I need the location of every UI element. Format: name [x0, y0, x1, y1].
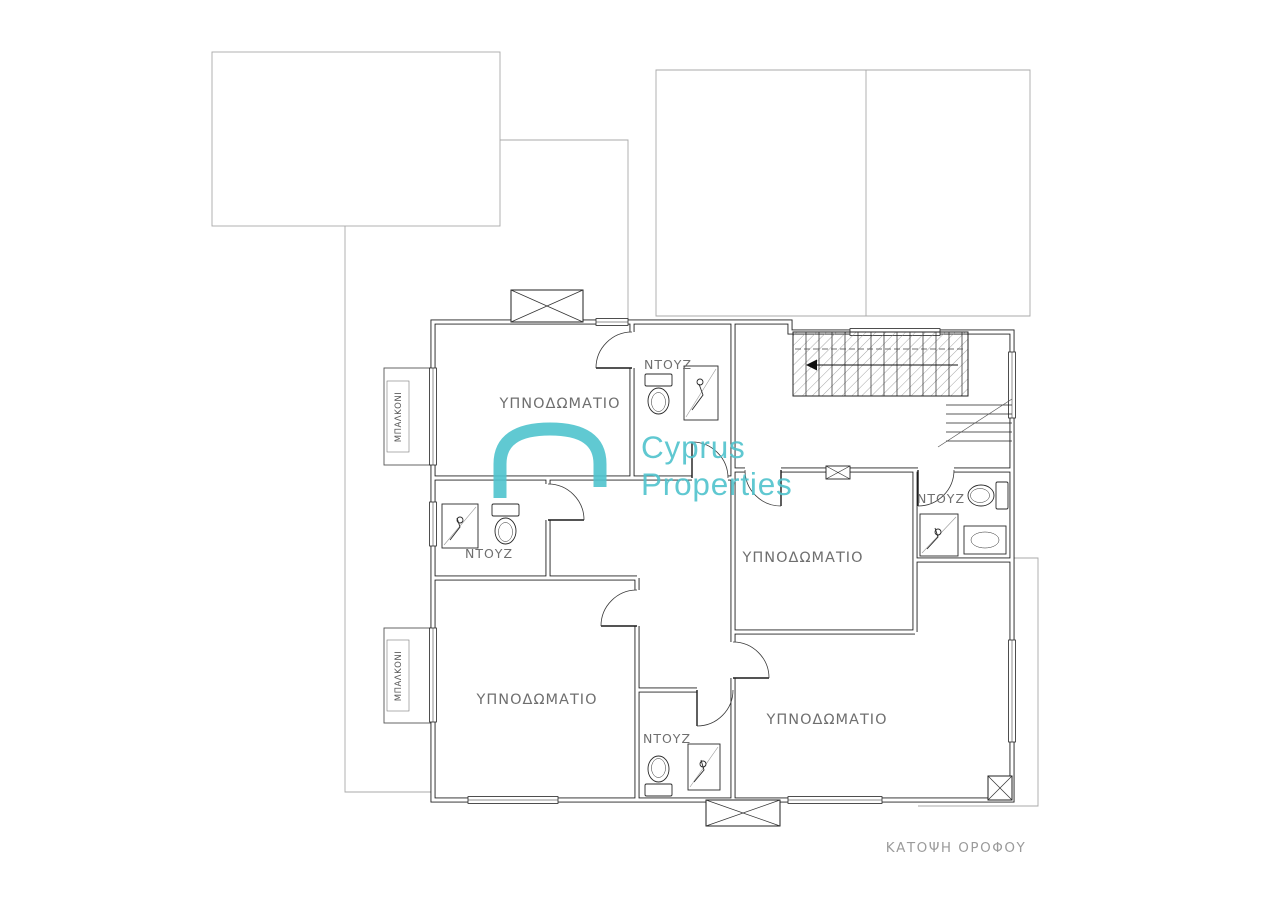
staircase	[792, 331, 1013, 448]
balcony-bottom-label: ΜΠΑΛΚΟΝΙ	[394, 651, 404, 701]
balcony-bottom-outline	[383, 627, 434, 724]
stair-lower-flight	[937, 398, 1013, 448]
balcony-top: ΜΠΑΛΚΟΝΙ	[383, 367, 434, 466]
balcony-bottom-label-box	[386, 639, 410, 712]
stair-break-line	[937, 398, 1013, 448]
fixtures	[441, 365, 1009, 797]
balcony-bottom: ΜΠΑΛΚΟΝΙ	[383, 627, 434, 724]
window-top-small	[595, 318, 629, 326]
room-labels: ΥΠΝΟΔΩΜΑΤΙΟ ΝΤΟΥΖ ΥΠΝΟΔΩΜΑΤΙΟ ΝΤΟΥΖ ΝΤΟΥ…	[465, 357, 965, 746]
shaft-box-bottom	[705, 799, 781, 827]
sink-symbol-right	[963, 525, 1007, 555]
window-balcony-door-bottom-left	[429, 627, 437, 723]
shaft-boxes	[510, 289, 1013, 827]
roof-outline-top-right	[655, 69, 1031, 317]
shaft-box-corridor	[825, 465, 851, 480]
shower-right-label: ΝΤΟΥΖ	[917, 491, 965, 506]
watermark-logo: Cyprus Properties	[493, 422, 793, 502]
window-bottom-left-bedroom	[467, 796, 559, 804]
bedroom-top-left-label: ΥΠΝΟΔΩΜΑΤΙΟ	[499, 396, 621, 412]
door-bath-right	[917, 469, 955, 507]
toilet-symbol-bottom	[644, 755, 673, 797]
arch-icon	[493, 422, 607, 498]
bedroom-bottom-right-label: ΥΠΝΟΔΩΜΑΤΙΟ	[766, 712, 888, 728]
terrace-outline-right	[918, 557, 1039, 807]
shower-symbol-top	[683, 365, 719, 421]
door-bath-bottom	[696, 689, 734, 727]
toilet-symbol-top	[644, 373, 673, 415]
plot-boundary-left	[344, 226, 433, 793]
shower-symbol-bottom	[687, 743, 721, 791]
shower-top-label: ΝΤΟΥΖ	[644, 357, 692, 372]
door-bath-top	[691, 441, 729, 479]
balcony-top-label-box	[386, 380, 410, 453]
window-right-stair	[1008, 351, 1016, 419]
doors	[547, 331, 955, 727]
window-bottom-right-bedroom	[787, 796, 883, 804]
balcony-top-outline	[383, 367, 434, 466]
door-bedroom-top-left	[595, 331, 633, 369]
plan-title: ΚΑΤΟΨΗ ΟΡΟΦΟΥ	[886, 840, 1026, 856]
window-right-bedroom	[1008, 639, 1016, 743]
toilet-symbol-right	[967, 481, 1009, 510]
shaft-box-top	[510, 289, 584, 323]
door-bedroom-bottom-right	[732, 641, 770, 679]
door-bath-left	[547, 483, 585, 521]
logo-text-line2: Properties	[641, 466, 793, 502]
shower-symbol-right	[919, 513, 959, 557]
bedroom-middle-right-label: ΥΠΝΟΔΩΜΑΤΙΟ	[742, 550, 864, 566]
roof-connector-line	[500, 139, 629, 322]
logo-text-line1: Cyprus	[641, 429, 746, 465]
window-bath-left	[429, 501, 437, 547]
shower-symbol-left	[441, 503, 479, 549]
shower-bottom-label: ΝΤΟΥΖ	[643, 731, 691, 746]
roof-outline-top-left	[211, 51, 501, 227]
toilet-symbol-left	[491, 503, 520, 545]
bedroom-bottom-left-label: ΥΠΝΟΔΩΜΑΤΙΟ	[476, 692, 598, 708]
shower-left-label: ΝΤΟΥΖ	[465, 546, 513, 561]
door-bedroom-bottom-left	[600, 589, 638, 627]
window-balcony-door-top-left	[429, 367, 437, 466]
balcony-top-label: ΜΠΑΛΚΟΝΙ	[394, 392, 404, 442]
stair-flight	[792, 331, 969, 397]
stair-direction-arrow-icon	[806, 359, 817, 371]
door-bedroom-middle-right	[744, 469, 782, 507]
stair-steps	[805, 332, 963, 396]
roof-and-plot-outlines	[211, 51, 1039, 807]
shaft-box-bottom-right	[987, 775, 1013, 801]
